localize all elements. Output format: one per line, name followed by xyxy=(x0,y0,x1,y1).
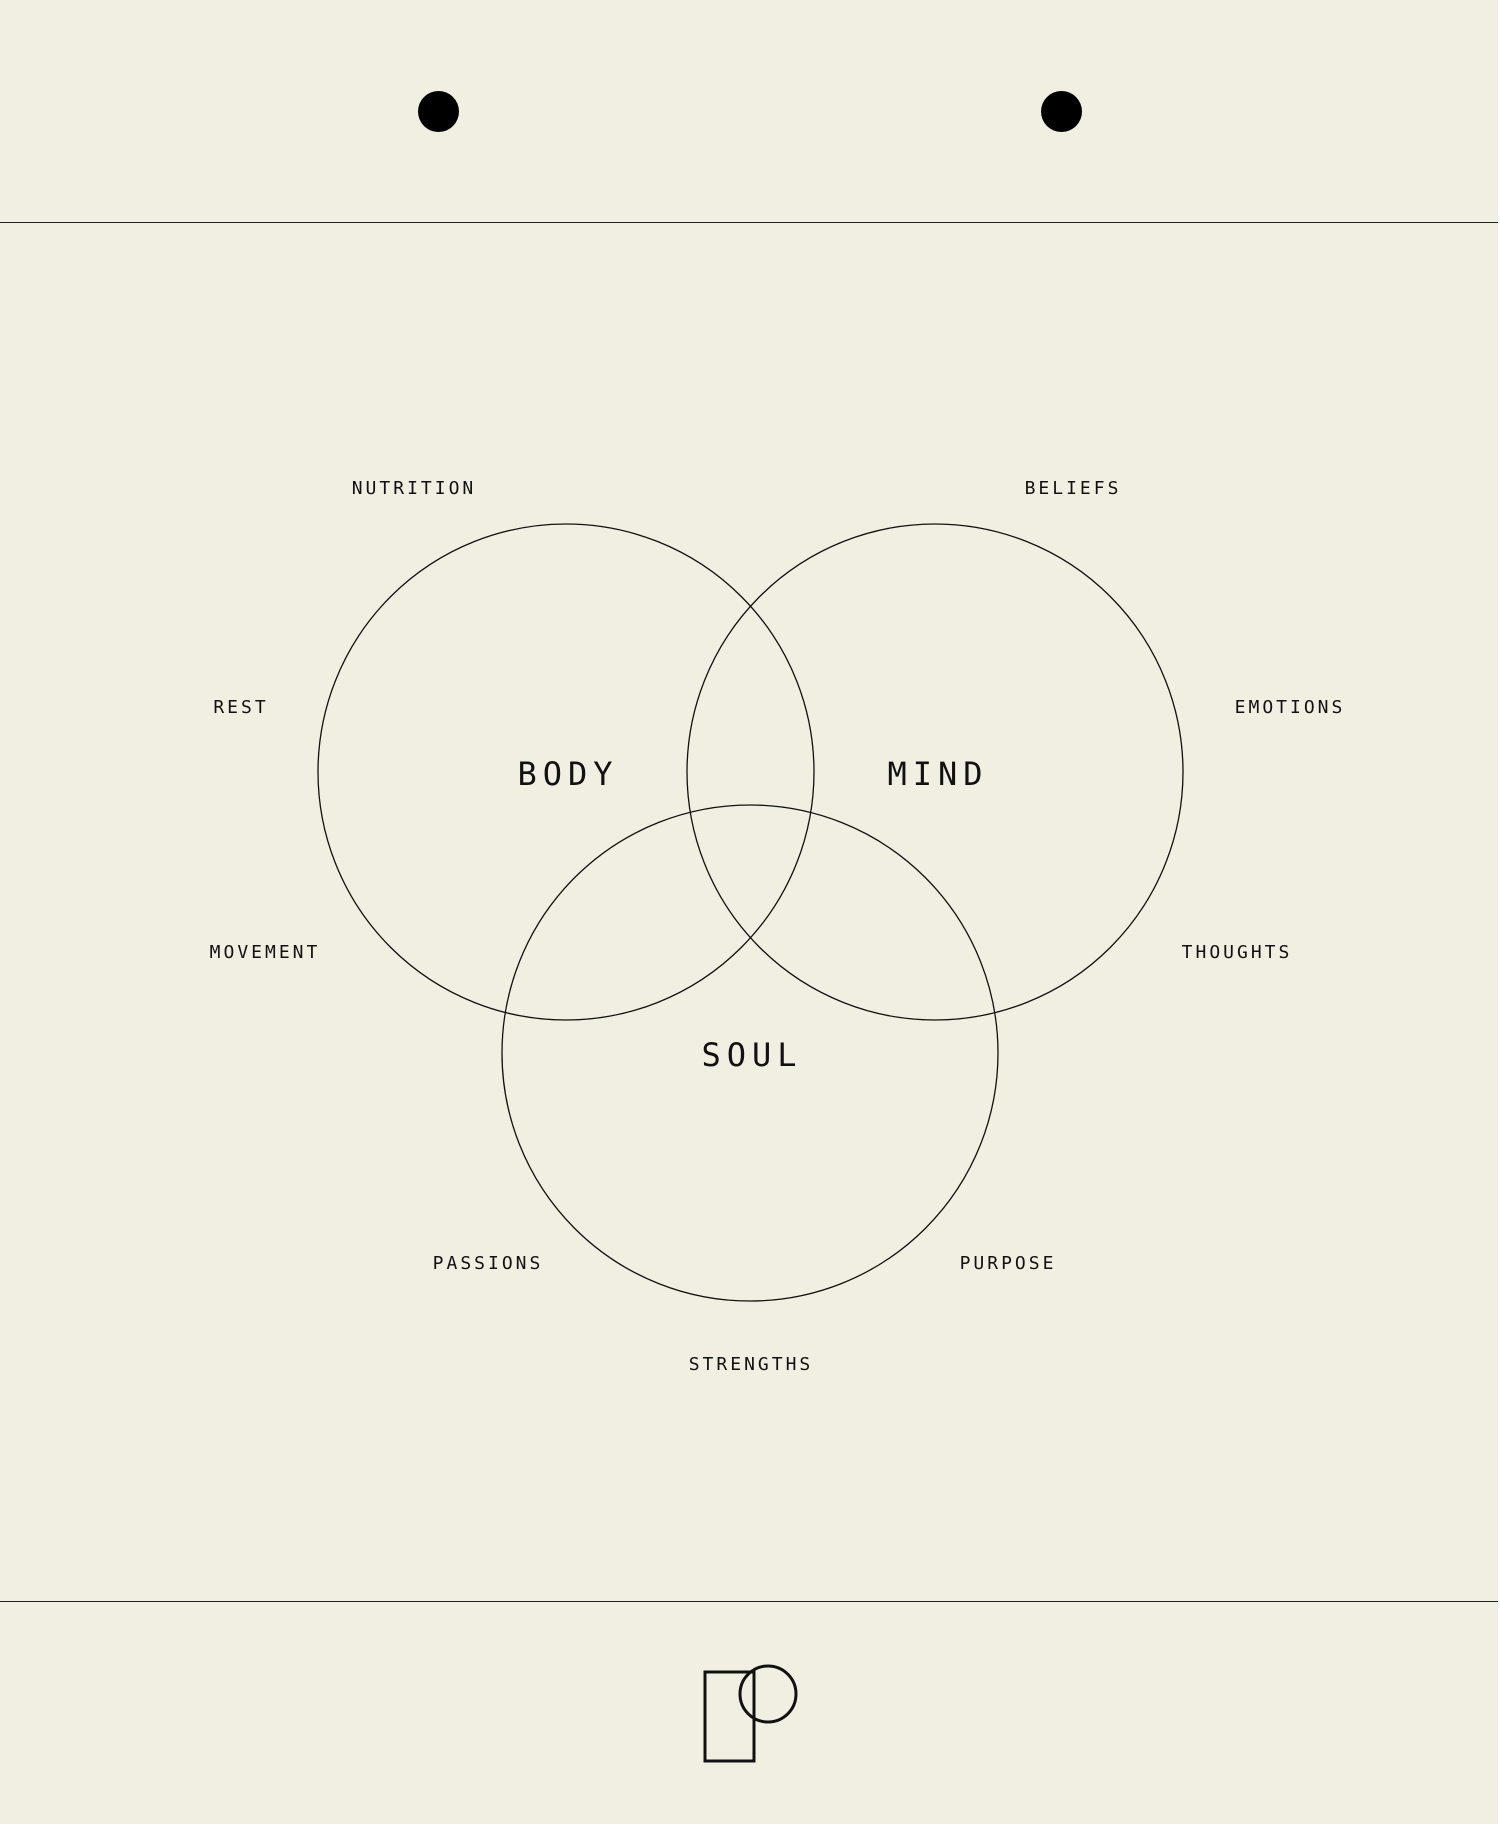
soul-circle xyxy=(501,804,999,1302)
body-circle xyxy=(317,523,815,1021)
binder-hole-icon xyxy=(1041,91,1082,132)
top-divider xyxy=(0,222,1498,223)
aspect-nutrition: NUTRITION xyxy=(352,478,477,499)
aspect-beliefs: BELIEFS xyxy=(1025,478,1122,499)
aspect-rest: REST xyxy=(213,697,268,718)
monogram-logo-icon xyxy=(703,1664,798,1763)
aspect-purpose: PURPOSE xyxy=(960,1253,1057,1274)
aspect-emotions: EMOTIONS xyxy=(1235,697,1346,718)
circle-label-mind: MIND xyxy=(887,755,988,793)
mind-circle xyxy=(686,523,1184,1021)
aspect-strengths: STRENGTHS xyxy=(689,1354,814,1375)
circle-label-soul: SOUL xyxy=(701,1036,802,1074)
aspect-thoughts: THOUGHTS xyxy=(1182,942,1293,963)
circle-label-body: BODY xyxy=(517,755,618,793)
binder-hole-icon xyxy=(418,91,459,132)
bottom-divider xyxy=(0,1601,1498,1602)
aspect-movement: MOVEMENT xyxy=(210,942,321,963)
aspect-passions: PASSIONS xyxy=(433,1253,544,1274)
